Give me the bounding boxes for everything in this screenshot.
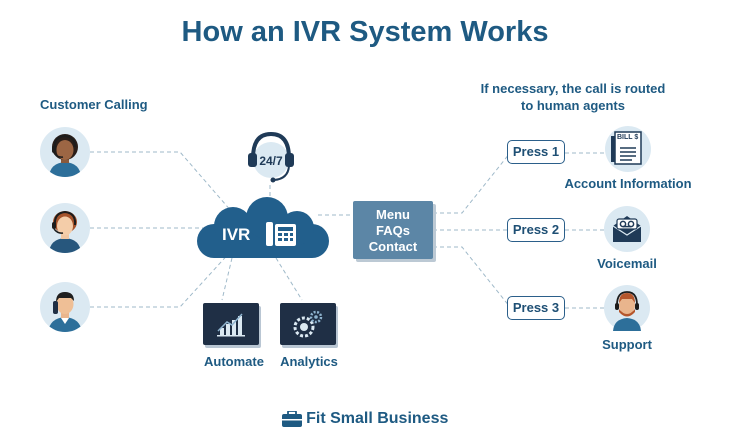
- voicemail-icon: [604, 206, 650, 252]
- brand-logo: Fit Small Business: [0, 410, 730, 428]
- briefcase-icon: [281, 410, 306, 427]
- automate-label: Automate: [204, 354, 264, 369]
- caller-agent-headset-icon: [40, 203, 90, 253]
- menu-options-box: Menu FAQs Contact: [353, 201, 433, 259]
- analytics-label: Analytics: [280, 354, 338, 369]
- routing-note: If necessary, the call is routed to huma…: [463, 80, 683, 114]
- customer-calling-label: Customer Calling: [40, 97, 148, 112]
- gears-icon: [293, 310, 323, 338]
- headset-badge-text: 24/7: [259, 154, 283, 168]
- voicemail-label: Voicemail: [597, 256, 657, 271]
- connector-ivr-tools: [221, 257, 303, 301]
- headset-24-7-icon: [240, 124, 302, 186]
- menu-item-contact: Contact: [368, 239, 418, 254]
- caller-man-phone-icon: [40, 282, 90, 332]
- support-agent-icon: [604, 285, 650, 331]
- ivr-cloud: [193, 196, 333, 262]
- routing-note-line-2: to human agents: [520, 98, 625, 113]
- connector-route-3: [433, 246, 511, 308]
- brand-name: Fit Small Business: [306, 410, 449, 427]
- account-information-label: Account Information: [564, 176, 692, 191]
- menu-item-faqs: FAQs: [376, 223, 410, 238]
- press-2-button: Press 2: [507, 218, 565, 242]
- ivr-label: IVR: [222, 225, 251, 244]
- analytics-tile: [280, 303, 336, 345]
- bill-icon-text: BILL $: [617, 134, 639, 141]
- automate-tile: [203, 303, 259, 345]
- caller-woman-headset-icon: [40, 127, 90, 177]
- menu-item-menu: Menu: [376, 207, 410, 222]
- press-1-button: Press 1: [507, 140, 565, 164]
- bar-chart-icon: [217, 313, 245, 337]
- bill-icon: [605, 126, 651, 172]
- connector-caller-1: [90, 151, 233, 213]
- routing-note-line-1: If necessary, the call is routed: [480, 81, 666, 96]
- phone-keypad-icon: [266, 222, 296, 251]
- page-title: How an IVR System Works: [181, 16, 549, 48]
- support-label: Support: [602, 337, 652, 352]
- connector-route-1: [433, 152, 511, 214]
- connector-caller-3: [90, 249, 233, 308]
- press-3-button: Press 3: [507, 296, 565, 320]
